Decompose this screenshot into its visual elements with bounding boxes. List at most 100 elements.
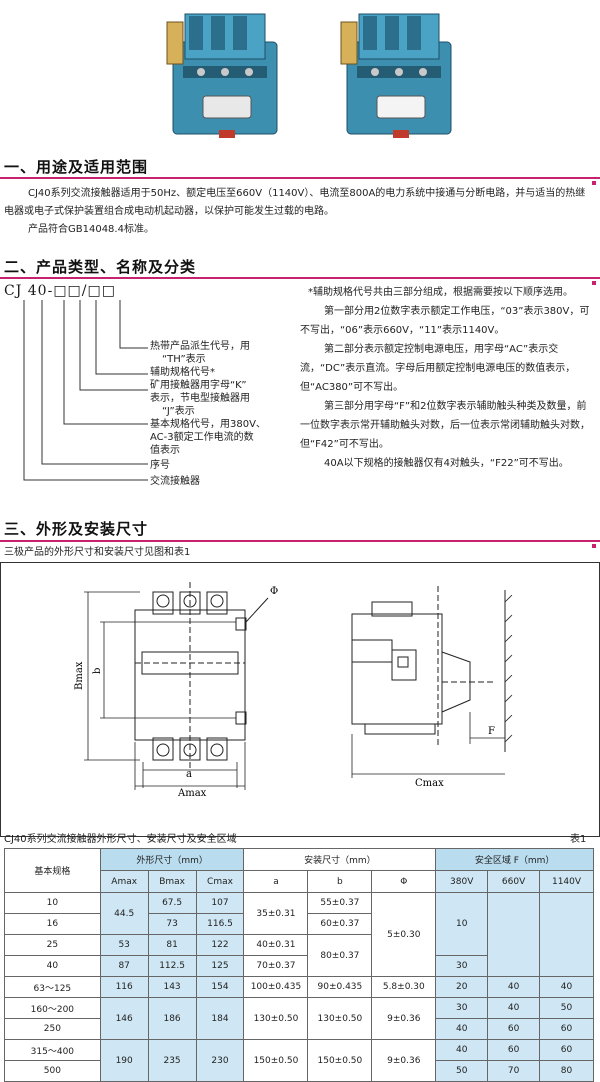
contactor-photo-right (340, 13, 452, 138)
dim-cmax: Cmax (415, 778, 444, 789)
cell-380v: 40 (435, 1039, 489, 1061)
cell-660v: 70 (487, 1060, 541, 1082)
cell-1140v: 40 (539, 976, 594, 998)
cell-b: 130±0.50 (307, 997, 373, 1040)
cell-b: 80±0.37 (307, 934, 373, 977)
table-row: 25 53 81 122 40±0.31 80±0.37 (4, 934, 594, 977)
cell-1140v: 80 (539, 1060, 594, 1082)
cell-a: 35±0.31 (243, 892, 309, 935)
cell-spec: 63～125 (4, 976, 101, 998)
section-3-dot (592, 544, 596, 548)
cell-660v: 40 (487, 997, 541, 1019)
cell-cmax: 125 (195, 955, 245, 977)
dim-bmax: Bmax (74, 661, 85, 690)
section-1-title: 一、用途及适用范围 (4, 158, 149, 176)
header-safety: 安全区域 F（mm） (435, 848, 594, 871)
table-row: 315～400 190 235 230 150±0.50 150±0.50 9±… (4, 1039, 594, 1082)
cell-amax: 190 (99, 1039, 149, 1082)
cell-phi: 5±0.30 (371, 892, 437, 977)
cell-a: 100±0.435 (243, 976, 309, 998)
header-660v: 660V (487, 870, 541, 893)
cell-cmax: 116.5 (195, 913, 245, 935)
table-row: 160～200 146 186 184 130±0.50 130±0.50 9±… (4, 997, 594, 1040)
dimension-drawing: Φ Bmax b a Amax F Cmax (0, 562, 600, 837)
table-header-row-1: 基本规格 外形尺寸（mm） 安装尺寸（mm） 安全区域 F（mm） (4, 848, 594, 893)
header-380v: 380V (435, 870, 489, 893)
cell-spec: 25 (4, 934, 101, 956)
cell-cmax: 107 (195, 892, 245, 914)
model-code-leader-lines (23, 300, 148, 481)
header-cmax: Cmax (195, 870, 245, 893)
cell-spec: 160～200 (4, 997, 101, 1019)
section-1-rule (0, 177, 600, 179)
table-number: 表1 (570, 834, 587, 845)
cell-b: 55±0.37 (307, 892, 373, 914)
cell-bmax: 186 (147, 997, 197, 1040)
dim-phi: Φ (270, 586, 278, 597)
front-dimensions (84, 591, 246, 790)
cell-bmax: 67.5 (147, 892, 197, 914)
cell-380v: 10 (435, 892, 489, 956)
aux-spec-notes: *辅助规格代号共由三部分组成，根据需要按以下顺序选用。 第一部分用2位数字表示额… (300, 283, 590, 473)
contactor-photo-left (166, 13, 278, 138)
note-intro: *辅助规格代号共由三部分组成，根据需要按以下顺序选用。 (308, 287, 573, 298)
cell-amax: 87 (99, 955, 149, 977)
cell-bmax: 81 (147, 934, 197, 956)
section-2-dot (592, 281, 596, 285)
cell-1140v: 50 (539, 997, 594, 1019)
dim-a: a (186, 769, 192, 780)
label-mining-2: 表示，节电型接触器用 (150, 393, 250, 404)
table-header-row-2: Amax Bmax Cmax a b Φ 380V 660V 1140V (5, 870, 594, 893)
header-outline: 外形尺寸（mm） (99, 848, 245, 871)
note-40a: 40A以下规格的接触器仅有4对触头，“F22”可不写出。 (324, 458, 569, 469)
section-2-rule (0, 277, 600, 279)
cell-a: 40±0.31 (243, 934, 309, 956)
table-row: 250 40 60 60 (4, 1018, 594, 1040)
table-row: 63～125 116 143 154 100±0.435 90±0.435 5.… (4, 976, 594, 998)
section-1-standard: 产品符合GB14048.4标准。 (28, 224, 154, 235)
cell-1140v: 60 (539, 1018, 594, 1040)
label-mining-1: 矿用接触器用字母“K” (150, 380, 247, 391)
cell-b: 90±0.435 (307, 976, 373, 998)
cell-660v: 60 (487, 1039, 541, 1061)
cell-380v: 50 (435, 1060, 489, 1082)
cell-spec: 16 (4, 913, 101, 935)
wall-hatching (504, 594, 513, 743)
front-view (134, 582, 269, 772)
cell-b: 60±0.37 (307, 913, 373, 935)
section-3-title: 三、外形及安装尺寸 (4, 520, 149, 538)
header-1140v: 1140V (539, 870, 594, 893)
note-part-3: 第三部分用字母“F”和2位数字表示辅助触头种类及数量，前一位数字表示常开辅助触头… (300, 401, 590, 450)
dim-amax: Amax (177, 788, 207, 799)
cell-380v: 20 (435, 976, 489, 998)
header-amax: Amax (99, 870, 149, 893)
side-dimensions (351, 712, 505, 778)
cell-660v: 40 (487, 976, 541, 998)
cell-amax: 44.5 (99, 892, 149, 935)
table-row: 500 50 70 80 (4, 1060, 594, 1082)
cell-spec: 10 (4, 892, 101, 914)
cell-phi: 9±0.36 (371, 997, 437, 1040)
cell-spec: 250 (4, 1018, 101, 1040)
cell-phi: 9±0.36 (371, 1039, 437, 1082)
cell-cmax: 184 (195, 997, 245, 1040)
cell-660v (487, 892, 541, 977)
section-1-dot (592, 181, 596, 185)
header-phi: Φ (371, 870, 437, 893)
label-basic-1: 基本规格代号，用380V、 (150, 419, 266, 430)
header-spec: 基本规格 (4, 848, 101, 893)
header-bmax: Bmax (147, 870, 197, 893)
dimension-table: 基本规格 外形尺寸（mm） 安装尺寸（mm） 安全区域 F（mm） Amax B… (4, 848, 594, 1082)
cell-380v: 40 (435, 1018, 489, 1040)
cell-bmax: 112.5 (147, 955, 197, 977)
label-mining-3: “J”表示 (162, 406, 195, 417)
header-install: 安装尺寸（mm） (243, 848, 437, 871)
cell-spec: 500 (4, 1060, 101, 1082)
cell-spec: 315～400 (4, 1039, 101, 1061)
label-basic-3: 值表示 (150, 445, 180, 456)
cell-bmax: 143 (147, 976, 197, 998)
table-caption: CJ40系列交流接触器外形尺寸、安装尺寸及安全区域 (4, 834, 237, 845)
cell-cmax: 154 (195, 976, 245, 998)
section-3-rule (0, 540, 600, 542)
section-3-intro: 三极产品的外形尺寸和安装尺寸见图和表1 (4, 547, 191, 558)
